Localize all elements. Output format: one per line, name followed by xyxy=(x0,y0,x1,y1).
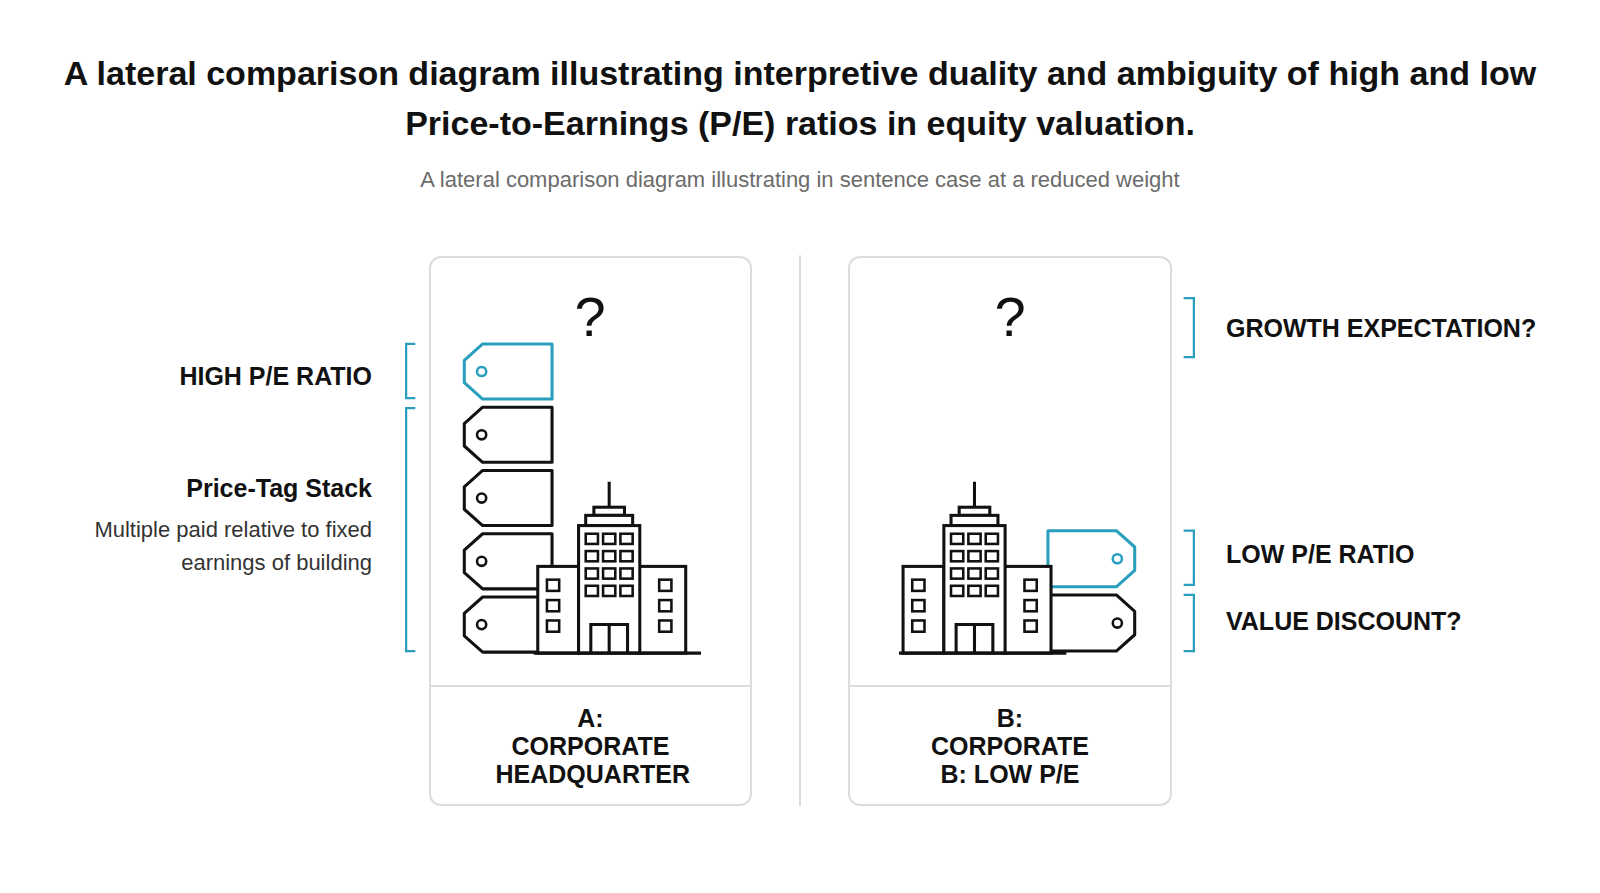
side-label: GROWTH EXPECTATION? xyxy=(1226,313,1596,343)
building-a xyxy=(534,482,701,653)
side-label: HIGH P/E RATIO xyxy=(42,361,372,391)
side-heading: Price-Tag Stack xyxy=(42,473,372,503)
card-label: A: CORPORATE HEADQUARTER xyxy=(496,704,686,788)
divider-line xyxy=(799,255,801,806)
building-b xyxy=(899,482,1066,653)
question-mark: ? xyxy=(980,285,1040,349)
side-note: Multiple paid relative to fixed earnings… xyxy=(82,513,372,579)
diagram-caption: A lateral comparison diagram illustratin… xyxy=(20,166,1580,194)
question-mark: ? xyxy=(560,285,620,349)
price-tags-b xyxy=(1048,531,1135,651)
card-label: B: CORPORATE B: LOW P/E xyxy=(915,704,1105,788)
card-footer: A: CORPORATE HEADQUARTER xyxy=(431,685,750,804)
card-footer: B: CORPORATE B: LOW P/E xyxy=(850,685,1170,804)
diagram-title: A lateral comparison diagram illustratin… xyxy=(20,48,1580,148)
side-label: VALUE DISCOUNT? xyxy=(1226,606,1596,636)
side-label: LOW P/E RATIO xyxy=(1226,539,1596,569)
